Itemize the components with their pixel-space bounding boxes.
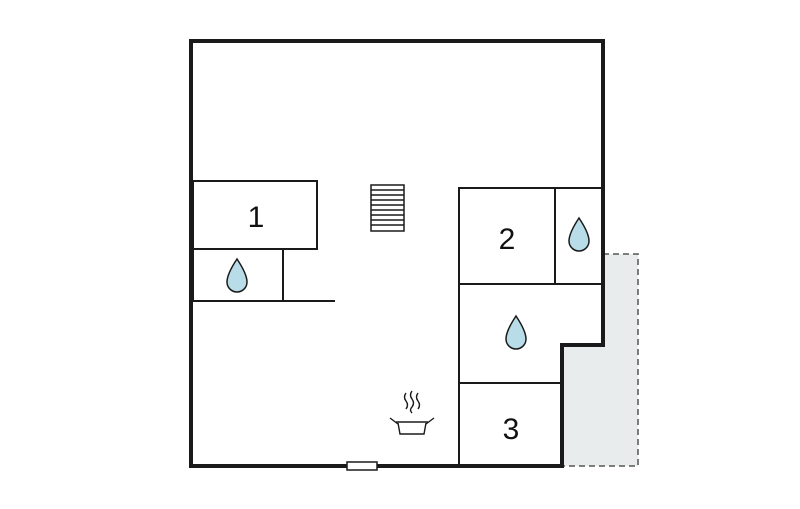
terrace-outline	[562, 253, 639, 467]
water-drop-icon	[226, 257, 248, 293]
bathroom-left-outline	[192, 249, 335, 302]
room-1-label: 1	[248, 201, 265, 234]
cooking-pot-icon	[389, 390, 435, 435]
room-2-label: 2	[499, 223, 516, 256]
room-3-label: 3	[503, 413, 520, 446]
outer-walls	[189, 39, 605, 468]
terrace-area	[562, 254, 638, 466]
door-icon	[346, 461, 378, 471]
water-drop-icon	[505, 314, 527, 350]
stairs-icon	[370, 184, 405, 232]
water-drop-icon	[568, 216, 590, 252]
right-block-walls	[458, 187, 603, 466]
